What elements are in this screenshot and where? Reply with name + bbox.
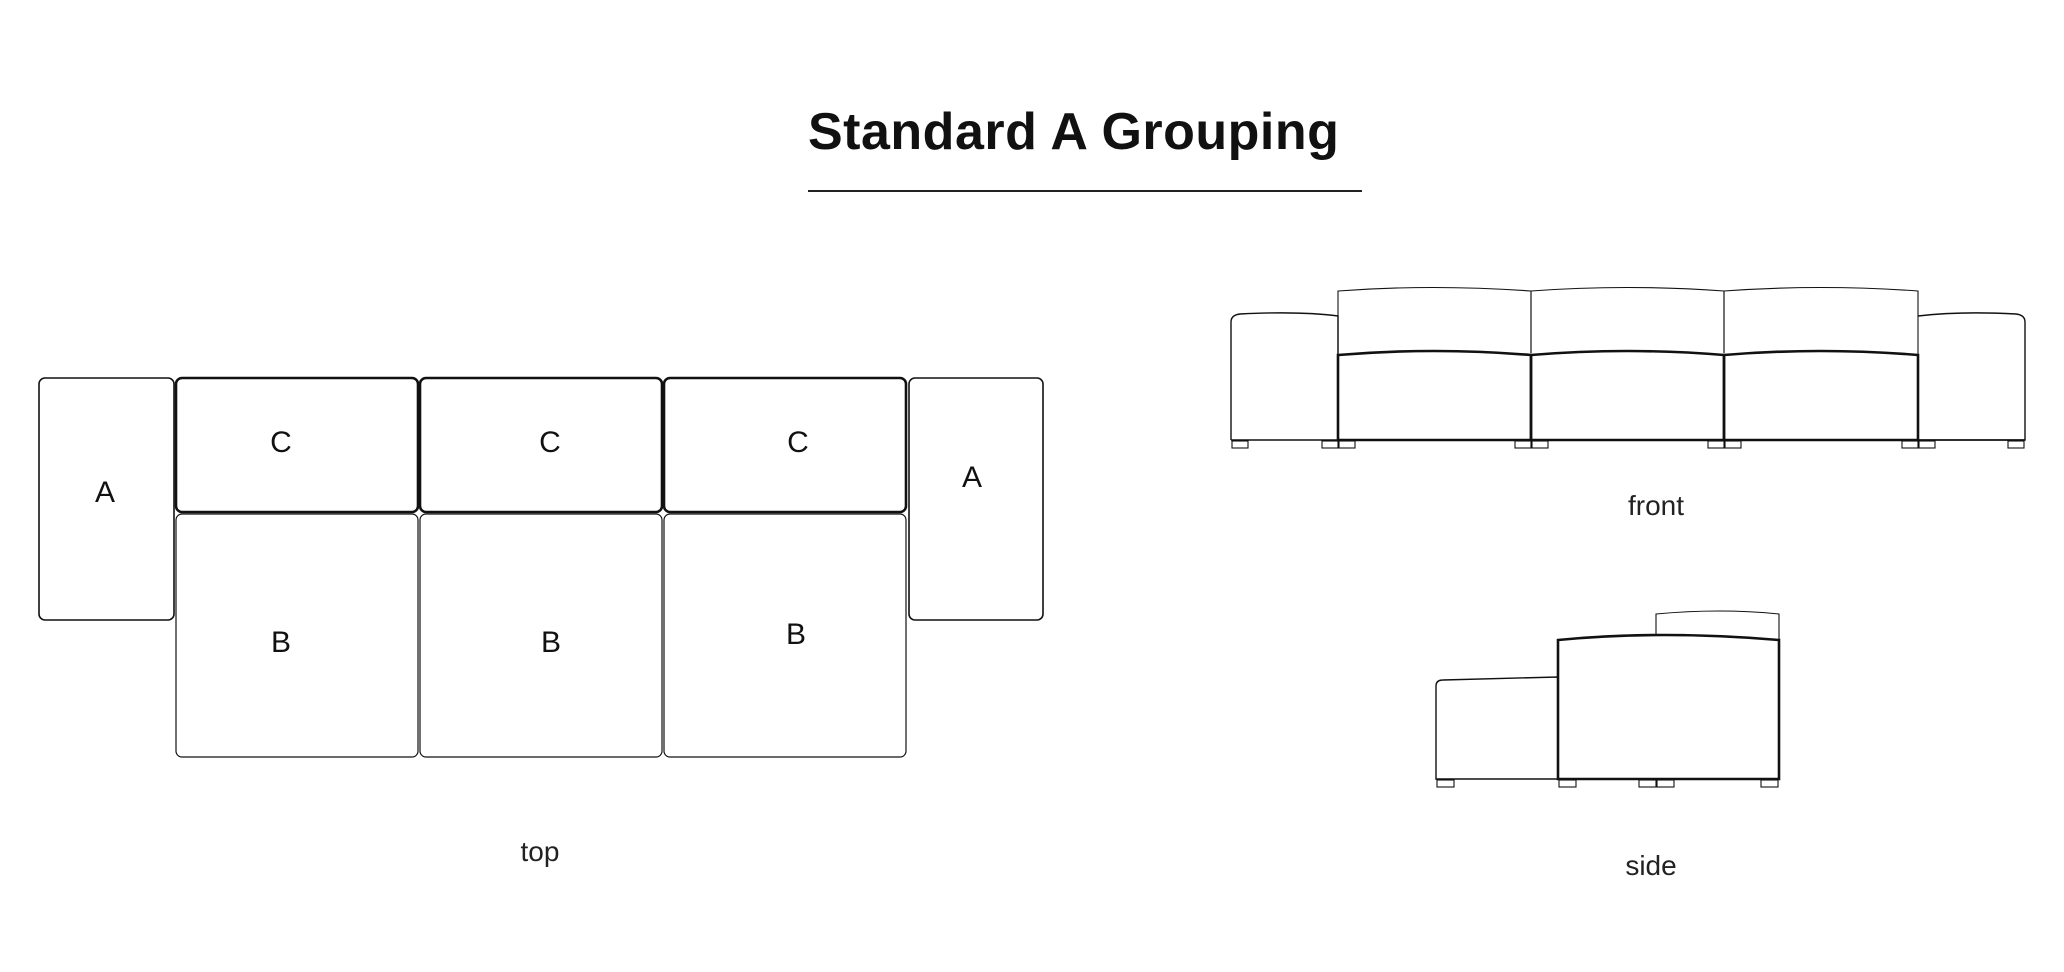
front-feet xyxy=(1231,440,2025,449)
module-a-left xyxy=(38,377,175,621)
front-seat-2 xyxy=(1529,349,1726,442)
side-view-label: side xyxy=(1625,850,1677,881)
module-c-1-label: C xyxy=(270,426,292,459)
title-underline xyxy=(808,190,1362,192)
front-view xyxy=(1230,286,2026,449)
top-view-label: top xyxy=(520,836,560,867)
front-back-2 xyxy=(1530,286,1725,353)
front-view-label: front xyxy=(1627,490,1685,521)
module-b-3 xyxy=(663,513,907,758)
module-c-3 xyxy=(662,376,908,514)
diagram-title: Standard A Grouping xyxy=(808,103,1340,161)
front-back-3 xyxy=(1723,286,1919,355)
module-c-2-label: C xyxy=(539,426,561,459)
module-a-right xyxy=(908,377,1044,621)
side-seat xyxy=(1556,633,1781,781)
side-feet xyxy=(1436,779,1779,788)
module-a-left-label: A xyxy=(95,476,115,509)
front-seat-3 xyxy=(1722,349,1920,442)
module-c-2 xyxy=(418,376,664,514)
front-arm-right xyxy=(1917,312,2026,441)
side-back xyxy=(1655,610,1780,640)
top-view xyxy=(38,376,1044,758)
module-a-right-label: A xyxy=(962,461,982,494)
module-b-1 xyxy=(175,513,419,758)
side-low-module xyxy=(1435,676,1559,780)
module-c-3-label: C xyxy=(787,426,809,459)
front-seat-1 xyxy=(1336,349,1533,442)
module-b-3-label: B xyxy=(786,618,806,651)
module-c-1 xyxy=(174,376,420,514)
side-view xyxy=(1435,610,1781,788)
module-b-1-label: B xyxy=(271,626,291,659)
module-b-2 xyxy=(419,513,663,758)
module-b-2-label: B xyxy=(541,626,561,659)
front-arm-left xyxy=(1230,312,1339,440)
front-back-1 xyxy=(1337,286,1532,353)
